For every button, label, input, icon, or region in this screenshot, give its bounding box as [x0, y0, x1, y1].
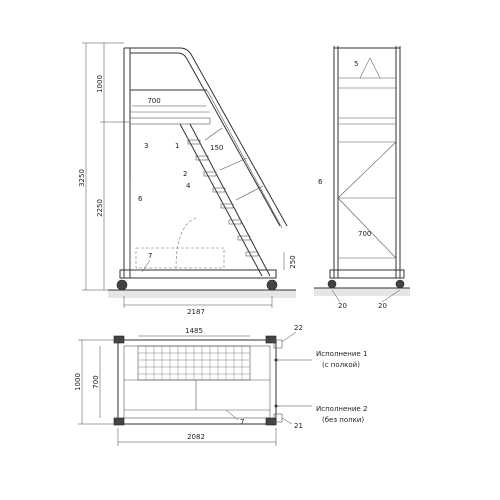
front-ground: [314, 288, 410, 296]
side-view: 3250 1000 2250 700 150 250 2187 3 1 2 4 …: [78, 42, 297, 316]
callout-20-right: 20: [378, 302, 387, 310]
callout-6: 6: [138, 195, 143, 203]
front-base: [329, 269, 405, 279]
front-wheel-right: [395, 279, 405, 289]
wheel-rear: [116, 279, 128, 291]
ground-hatch: [108, 290, 296, 298]
dim-platform-depth: 700: [147, 97, 160, 105]
front-wheel-left: [327, 279, 337, 289]
callout-2: 2: [183, 170, 187, 178]
rail-support: [235, 185, 264, 201]
front-brace: [337, 141, 397, 199]
callout-4: 4: [186, 182, 191, 190]
rail-support: [219, 157, 248, 171]
dim-inner-width: 700: [92, 375, 100, 388]
stringer: [179, 123, 263, 277]
callout-7-top: 7: [240, 418, 244, 426]
callout-5: 5: [354, 60, 358, 68]
variant2-title: Исполнение 2: [316, 405, 367, 413]
front-brace: [337, 197, 397, 259]
dim-top-height: 1000: [96, 75, 104, 93]
wheel-front: [266, 279, 278, 291]
basket-outline: [135, 247, 225, 269]
handrail-top: [124, 47, 288, 227]
variant1-title: Исполнение 1: [316, 350, 367, 358]
front-inner-dim: 700: [358, 230, 371, 238]
top-outer-frame: [117, 339, 277, 425]
callout-6-front: 6: [318, 178, 323, 186]
castor-bracket: [273, 339, 283, 349]
steps: [187, 139, 259, 257]
dim-step-width: 150: [210, 144, 223, 152]
stringer-inner: [189, 123, 271, 277]
callout-22: 22: [294, 324, 303, 332]
dim-overall-height: 3250: [78, 169, 86, 187]
rail-support: [204, 127, 223, 141]
top-view: 1485 1000 700 2082 22 7 21 Исполнение 1 …: [74, 324, 367, 446]
dim-riser: 250: [289, 255, 297, 268]
handrail-inner: [130, 52, 281, 227]
top-wheel: [113, 417, 125, 426]
callout-21: 21: [294, 422, 303, 430]
callout-3: 3: [144, 142, 148, 150]
swing-arc: [175, 217, 197, 269]
top-wheel: [265, 335, 277, 344]
top-wheel: [113, 335, 125, 344]
variant1-subtitle: (с полкой): [322, 361, 360, 369]
dim-mesh-width: 1485: [185, 327, 203, 335]
dim-overall-length: 2082: [187, 433, 205, 441]
base-frame: [119, 269, 277, 279]
dim-platform-height: 2250: [96, 199, 104, 217]
dim-base-length: 2187: [187, 308, 205, 316]
dim-overall-width: 1000: [74, 373, 82, 391]
variant2-subtitle: (без полки): [322, 416, 364, 424]
callout-20-left: 20: [338, 302, 347, 310]
mesh-grid: [138, 346, 250, 380]
platform: [129, 117, 211, 125]
callout-1: 1: [175, 142, 179, 150]
callout-7: 7: [148, 252, 152, 260]
front-view: 5 6 700 20 20: [314, 46, 410, 310]
top-wheel: [265, 417, 277, 426]
